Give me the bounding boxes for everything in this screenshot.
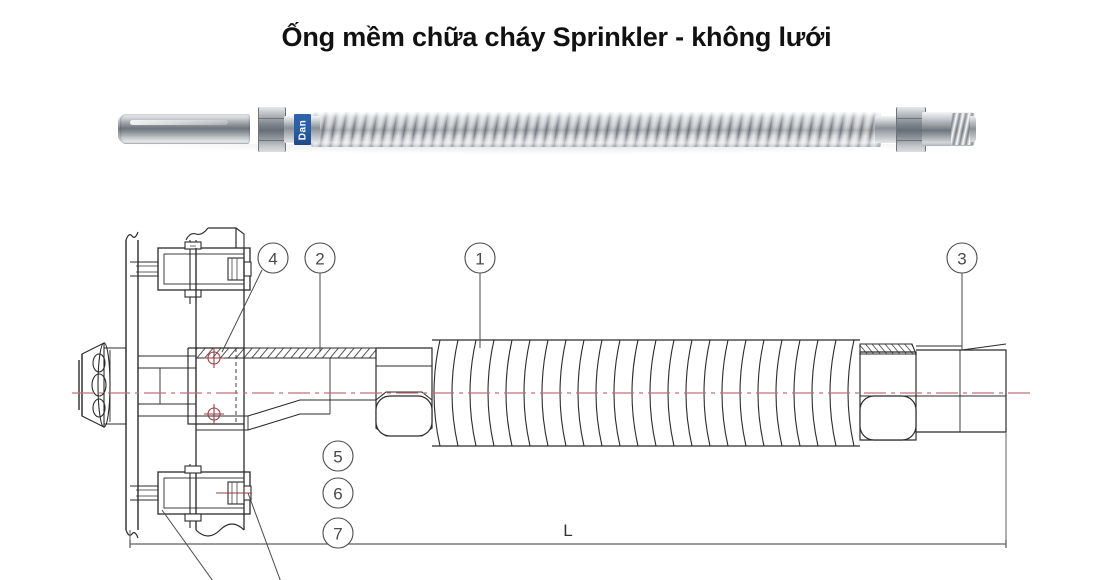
callout-label-3: 3 bbox=[957, 250, 966, 269]
dimension-line-L bbox=[129, 432, 1007, 548]
page-title: Ống mềm chữa cháy Sprinkler - không lưới bbox=[281, 22, 832, 52]
brand-label-band: Dan bbox=[294, 114, 311, 145]
callout-label-7: 7 bbox=[333, 525, 342, 544]
callout-bubble-1: 1 bbox=[464, 242, 496, 274]
brand-label-text: Dan bbox=[297, 119, 308, 140]
technical-drawing: 1 2 3 4 5 6 7 bbox=[0, 200, 1113, 580]
callout-label-2: 2 bbox=[315, 250, 324, 269]
dimension-label-L: L bbox=[563, 521, 572, 540]
lower-clamp-assembly bbox=[130, 464, 252, 528]
reducer-body bbox=[138, 355, 197, 417]
product-photo: Dan bbox=[118, 92, 978, 164]
left-hex-nut-photo bbox=[258, 107, 286, 152]
photo-shadow bbox=[118, 144, 978, 154]
left-fitting-body-photo bbox=[120, 114, 250, 144]
mounting-bar bbox=[125, 231, 139, 539]
hatched-inner-pipe bbox=[195, 347, 377, 431]
callout-bubble-4: 4 bbox=[257, 242, 289, 274]
callout-leaders bbox=[161, 269, 963, 580]
callout-label-6: 6 bbox=[333, 485, 342, 504]
callout-bubble-3: 3 bbox=[946, 242, 978, 274]
callout-bubble-6: 6 bbox=[322, 477, 354, 509]
callout-label-5: 5 bbox=[333, 448, 342, 467]
callout-bubble-7: 7 bbox=[322, 517, 354, 549]
bracket-target-marks bbox=[204, 348, 224, 424]
right-end-cap-photo bbox=[970, 116, 976, 142]
right-end-fitting bbox=[859, 343, 1007, 441]
callout-bubbles: 1 2 3 4 5 6 7 bbox=[257, 242, 978, 549]
drawing-left-hex-nut bbox=[375, 347, 433, 437]
callout-label-4: 4 bbox=[268, 250, 277, 269]
callout-bubble-5: 5 bbox=[322, 440, 354, 472]
upper-clamp-assembly bbox=[130, 227, 252, 304]
callout-bubble-2: 2 bbox=[304, 242, 336, 274]
callout-label-1: 1 bbox=[475, 250, 484, 269]
corrugated-hose-photo bbox=[311, 112, 881, 147]
sprinkler-head-flange bbox=[78, 342, 127, 428]
